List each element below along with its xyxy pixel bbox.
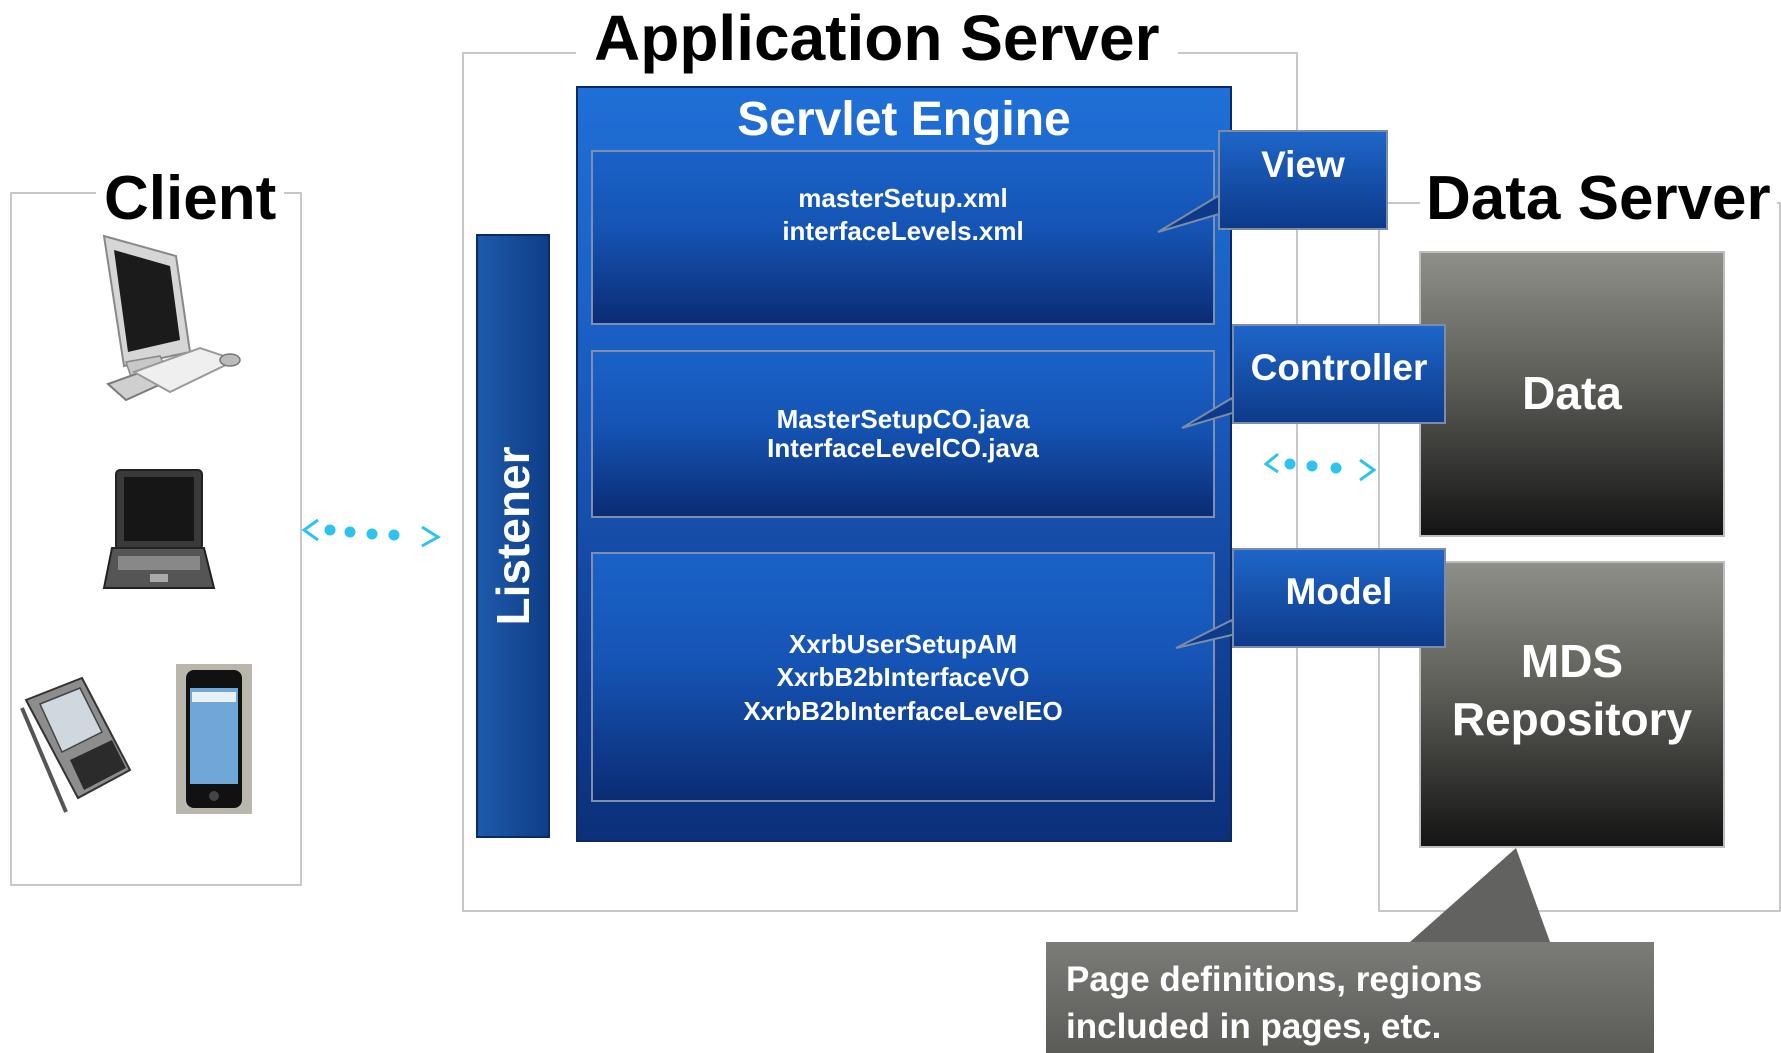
model-file-1: XxrbUserSetupAM [788,629,1018,659]
model-files-box: XxrbUserSetupAM XxrbB2bInterfaceVO XxrbB… [591,552,1215,802]
controller-tag: Controller [1232,324,1446,424]
data-label: Data [1522,367,1622,420]
mds-callout: Page definitions, regions included in pa… [1046,942,1654,1053]
data-server-title: Data Server [1420,168,1777,230]
controller-file-2: InterfaceLevelCO.java [767,433,1039,463]
view-tag: View [1218,130,1388,230]
repository-label: Repository [1451,692,1693,745]
model-file-3: XxrbB2bInterfaceLevelEO [743,695,1063,726]
mds-repository-box: MDS Repository [1419,561,1725,848]
view-file-1: masterSetup.xml [798,183,1008,213]
listener-label: Listener [487,446,539,626]
callout-line-1: Page definitions, regions [1066,960,1483,999]
callout-line-2: included in pages, etc. [1066,1007,1442,1047]
controller-file-1: MasterSetupCO.java [776,404,1030,435]
mds-label: MDS [1520,635,1624,687]
data-box: Data [1419,251,1725,537]
view-file-2: interfaceLevels.xml [782,215,1024,246]
servlet-engine-title: Servlet Engine [737,93,1071,146]
client-listener-arrow [301,518,441,548]
model-file-2: XxrbB2bInterfaceVO [776,662,1030,693]
listener-bar: Listener [476,234,550,838]
client-frame [10,192,302,886]
app-server-title: Application Server [576,6,1178,70]
controller-files-box: MasterSetupCO.java InterfaceLevelCO.java [591,350,1215,518]
view-files-box: masterSetup.xml interfaceLevels.xml [591,150,1215,325]
model-tag: Model [1232,548,1446,648]
client-title: Client [96,168,285,230]
